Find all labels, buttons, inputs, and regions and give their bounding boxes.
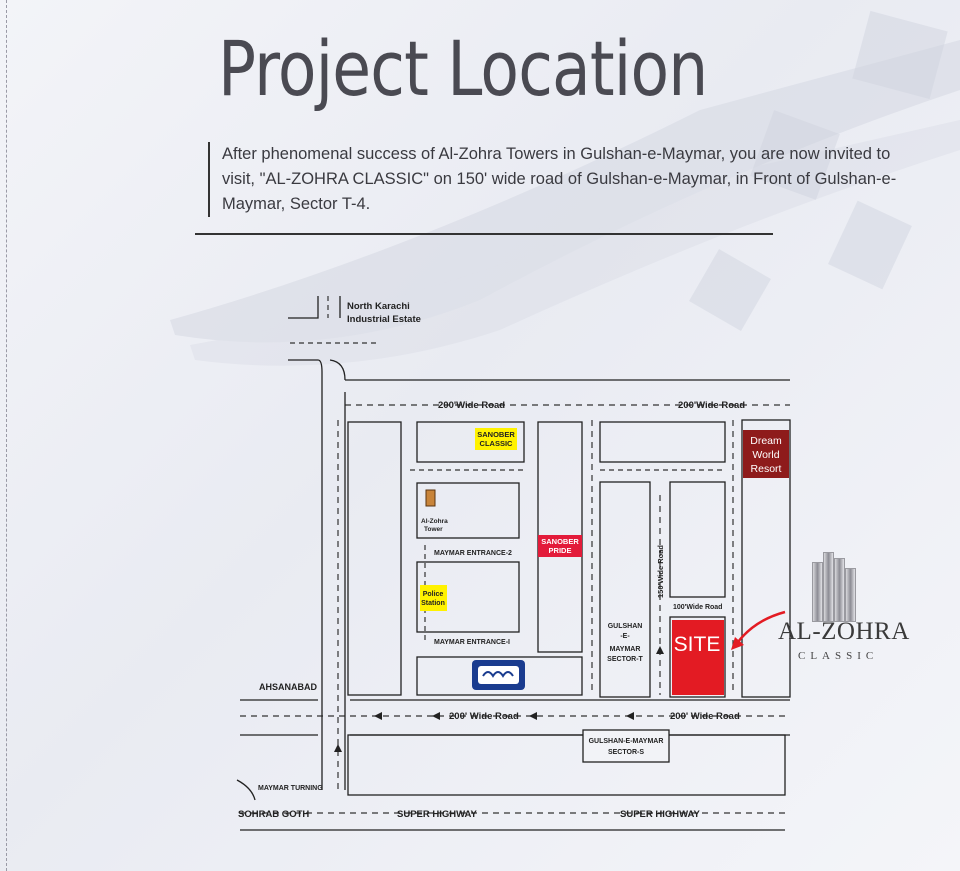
road-label: 200' Wide Road — [670, 711, 740, 722]
block-west — [347, 421, 402, 696]
arrow-icon — [334, 744, 342, 752]
red-arrow-head-icon — [731, 637, 744, 650]
brand-name: AL-ZOHRA — [778, 618, 910, 645]
block-east-upper — [669, 481, 726, 598]
super-highway-label: SUPER HIGHWAY — [620, 809, 701, 820]
arrow-icon — [656, 646, 664, 654]
ahsanabad-label: AHSANABAD — [259, 682, 317, 692]
police-station-label: Police — [423, 591, 444, 598]
direction-arrows — [334, 646, 664, 752]
gulshan-t-label: -E- — [620, 633, 630, 640]
al-zohra-classic-logo: AL-ZOHRA CLASSIC — [768, 548, 910, 668]
block-north-east — [599, 421, 726, 463]
dream-world-label: Resort — [751, 463, 782, 475]
arrow-icon — [374, 712, 382, 720]
sanober-classic-label: SANOBER — [477, 430, 515, 439]
police-station-label: Station — [421, 600, 445, 607]
police-station-marker — [420, 585, 447, 611]
gulshan-s-label: SECTOR-S — [608, 749, 644, 756]
sanober-classic-marker — [475, 428, 517, 450]
al-zohra-tower-label: Tower — [424, 526, 443, 533]
road-150-label: 150'Wide Road — [656, 545, 665, 598]
dream-world-label: Dream — [750, 435, 782, 447]
site-label: SITE — [674, 633, 721, 656]
building-icon — [425, 489, 436, 507]
maymar-entrance-1-label: MAYMAR ENTRANCE-I — [434, 639, 510, 646]
block-east-lower — [669, 616, 726, 698]
dream-world-marker — [743, 430, 789, 478]
block-logo — [416, 656, 583, 696]
arrow-icon — [626, 712, 634, 720]
north-karachi-label: Industrial Estate — [347, 314, 421, 325]
sanober-pride-label: SANOBER — [541, 537, 579, 546]
left-dashed-border — [6, 0, 7, 871]
page-title: Project Location — [218, 24, 708, 113]
tower-icon — [845, 568, 856, 622]
road-label: 200' Wide Road — [449, 711, 519, 722]
gulshan-t-label: GULSHAN — [608, 623, 643, 630]
gulshan-s-label: GULSHAN-E-MAYMAR — [589, 738, 664, 745]
block-dream-world — [741, 419, 791, 698]
intro-text: After phenomenal success of Al-Zohra Tow… — [208, 142, 902, 217]
brand-subtitle: CLASSIC — [798, 650, 879, 662]
block-gulshan-t — [599, 481, 651, 698]
tower-icon — [823, 552, 834, 622]
maymar-turning-label: MAYMAR TURNING — [258, 785, 323, 792]
sanober-pride-marker — [538, 535, 582, 557]
arrow-icon — [432, 712, 440, 720]
intro-underline — [195, 233, 773, 235]
road-label: 200'Wide Road — [678, 400, 745, 411]
tower-icon — [834, 558, 845, 622]
road-edges — [236, 296, 790, 831]
block-al-zohra-tower — [416, 482, 520, 539]
gulshan-t-label: SECTOR-T — [607, 656, 643, 663]
dream-world-label: World — [752, 449, 779, 461]
super-highway-label: SUPER HIGHWAY — [397, 809, 478, 820]
sanober-pride-label: PRIDE — [549, 546, 572, 555]
al-zohra-tower-label: Al-Zohra — [421, 518, 448, 525]
road-label: 200'Wide Road — [438, 400, 505, 411]
sanober-classic-label: CLASSIC — [480, 439, 514, 448]
block-gulshan-s — [582, 729, 670, 763]
tower-icon — [812, 562, 823, 622]
road-100-label: 100'Wide Road — [673, 604, 722, 611]
north-karachi-label: North Karachi — [347, 301, 410, 312]
sohrab-goth-label: SOHRAB GOTH — [238, 809, 309, 820]
urdu-logo-script — [482, 671, 514, 678]
gulshan-t-label: MAYMAR — [610, 646, 641, 653]
block-sanober-classic — [416, 421, 525, 463]
city-blocks — [347, 419, 791, 796]
site-marker — [672, 620, 724, 695]
arrow-icon — [529, 712, 537, 720]
maymar-entrance-2-label: MAYMAR ENTRANCE-2 — [434, 550, 512, 557]
red-curved-arrow-icon — [737, 610, 786, 643]
urdu-logo-inner — [478, 666, 519, 684]
block-south — [347, 734, 786, 796]
block-police-station — [416, 561, 520, 633]
